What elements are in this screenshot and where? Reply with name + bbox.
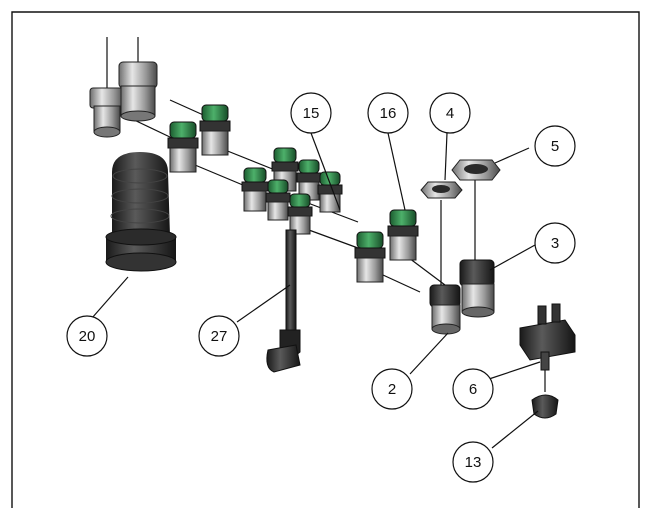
part-20-cable-gland [105, 152, 177, 272]
svg-text:13: 13 [465, 454, 482, 471]
callout-16: 16 [367, 92, 409, 134]
callout-5: 5 [534, 125, 576, 167]
callout-20: 20 [66, 315, 108, 357]
assembly-lines [106, 37, 546, 392]
part-4-nut [420, 181, 463, 199]
callout-6: 6 [452, 368, 494, 410]
callout-4: 4 [429, 92, 471, 134]
svg-text:16: 16 [380, 105, 397, 122]
part-top-left-gland-small [89, 87, 125, 138]
leader-lines [91, 132, 541, 449]
svg-text:20: 20 [79, 328, 96, 345]
part-13-cap [531, 394, 559, 419]
callout-13: 13 [452, 441, 494, 483]
part-top-left-gland-large [118, 61, 158, 122]
callout-27: 27 [198, 315, 240, 357]
part-5-nut [451, 159, 501, 181]
svg-text:27: 27 [211, 328, 228, 345]
svg-text:5: 5 [551, 138, 559, 155]
svg-text:6: 6 [469, 381, 477, 398]
svg-text:2: 2 [388, 381, 396, 398]
frame [11, 11, 640, 508]
callout-15: 15 [290, 92, 332, 134]
callout-3: 3 [534, 222, 576, 264]
part-2-gland [429, 284, 461, 335]
callout-2: 2 [371, 368, 413, 410]
part-27-probe [266, 229, 301, 373]
svg-text:4: 4 [446, 105, 454, 122]
part-6-switch-block [519, 303, 576, 371]
svg-text:3: 3 [551, 235, 559, 252]
part-3-gland [459, 259, 495, 318]
green-connectors [167, 104, 419, 283]
svg-text:15: 15 [303, 105, 320, 122]
